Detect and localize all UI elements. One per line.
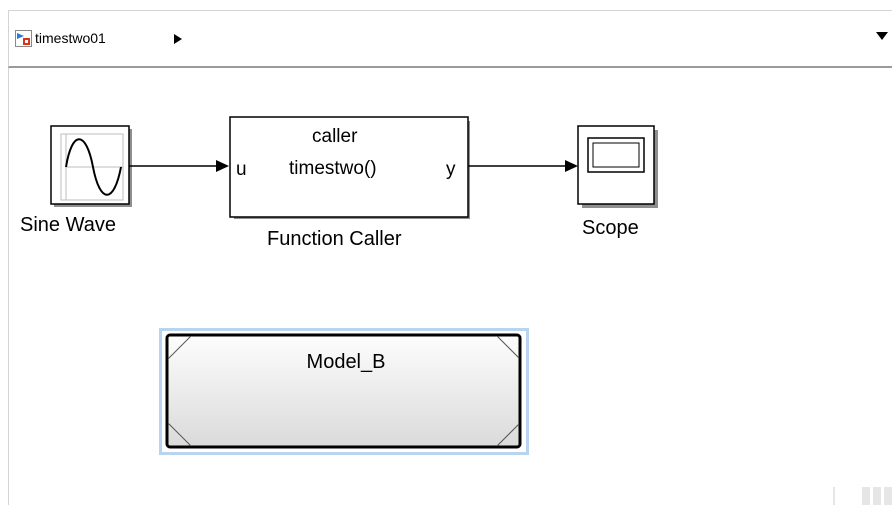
output-port-label: y [446,159,456,180]
chevron-down-icon[interactable] [876,32,888,40]
scope-label: Scope [582,217,639,239]
scope-block[interactable] [577,125,658,208]
function-caller-function-text: timestwo() [289,158,377,179]
sine-wave-block[interactable] [50,125,132,207]
input-port-label: u [236,159,247,180]
chevron-right-icon[interactable] [174,34,182,44]
model-b-label: Model_B [306,351,386,373]
function-caller-label: Function Caller [267,228,402,250]
signal-line-caller-to-scope[interactable] [468,160,578,172]
model-b-block[interactable] [159,328,529,455]
function-caller-name-text: caller [312,126,358,147]
breadcrumb-model-name[interactable]: timestwo01 [35,30,106,46]
function-caller-block[interactable] [229,116,470,219]
simulink-model-icon[interactable] [15,30,32,47]
status-bar-grip [833,487,892,505]
sine-wave-icon [60,133,124,201]
scope-screen-icon [587,137,645,173]
sine-wave-label: Sine Wave [20,214,116,236]
breadcrumb: timestwo01 [8,10,892,68]
signal-line-sine-to-caller[interactable] [129,160,229,172]
